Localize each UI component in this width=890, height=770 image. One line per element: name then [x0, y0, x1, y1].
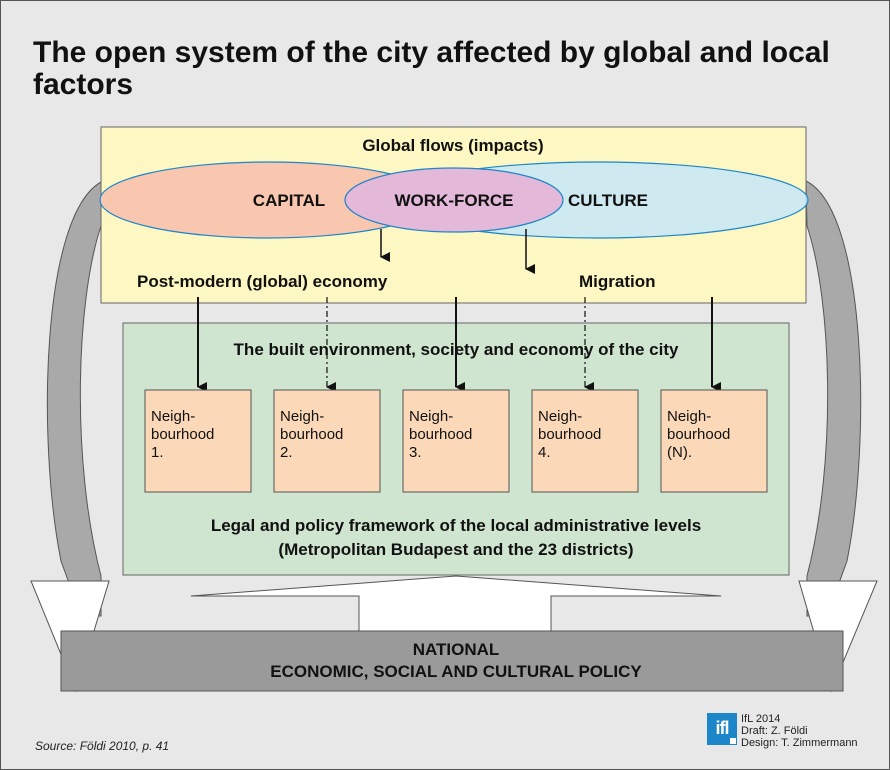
left-feedback-arrow [46, 180, 104, 617]
economy-label: Post-modern (global) economy [137, 272, 388, 291]
framework-line-2: (Metropolitan Budapest and the 23 distri… [278, 540, 633, 559]
neighbourhood-label: Neigh- [667, 408, 711, 425]
credits: IfL 2014 Draft: Z. Földi Design: T. Zimm… [741, 713, 858, 749]
neighbourhood-label: Neigh- [409, 408, 453, 425]
diagram-title: The open system of the city affected by … [33, 36, 830, 101]
neighbourhood-label: 1. [151, 444, 164, 461]
national-policy-bar-body [60, 630, 844, 692]
neighbourhood-box: Neigh- bourhood 3. [402, 389, 510, 493]
neighbourhood-label: Neigh- [538, 408, 582, 425]
neighbourhood-label: bourhood [280, 426, 343, 443]
framework-line-1: Legal and policy framework of the local … [211, 516, 701, 535]
neighbourhood-label: Neigh- [151, 408, 195, 425]
credits-design: Design: T. Zimmermann [741, 737, 858, 749]
neighbourhood-box: Neigh- bourhood 4. [531, 389, 639, 493]
migration-label: Migration [579, 272, 656, 291]
neighbourhood-label: 2. [280, 444, 293, 461]
culture-label: CULTURE [568, 191, 648, 210]
source-citation: Source: Földi 2010, p. 41 [35, 739, 170, 753]
neighbourhood-label: bourhood [151, 426, 214, 443]
neighbourhood-label: (N). [667, 444, 692, 461]
global-flows-heading: Global flows (impacts) [362, 136, 543, 155]
neighbourhood-box: Neigh- bourhood 1. [144, 389, 252, 493]
policy-up-arrow [190, 575, 722, 634]
right-feedback-arrow [805, 180, 862, 617]
ifl-logo-text: ifl [715, 718, 730, 738]
neighbourhood-label: 3. [409, 444, 422, 461]
neighbourhood-label: bourhood [538, 426, 601, 443]
credits-draft: Draft: Z. Földi [741, 725, 808, 737]
credits-year: IfL 2014 [741, 713, 781, 725]
capital-label: CAPITAL [253, 191, 325, 210]
neighbourhood-label: bourhood [667, 426, 730, 443]
work-force-ellipse [344, 167, 564, 233]
neighbourhood-label: Neigh- [280, 408, 324, 425]
logo-dot [730, 738, 736, 744]
ifl-logo: ifl [707, 713, 737, 745]
neighbourhood-box: Neigh- bourhood (N). [660, 389, 768, 493]
national-line-1: NATIONAL [413, 640, 500, 659]
work-force-label: WORK-FORCE [395, 191, 514, 210]
neighbourhood-label: 4. [538, 444, 551, 461]
neighbourhood-label: bourhood [409, 426, 472, 443]
neighbourhood-box: Neigh- bourhood 2. [273, 389, 381, 493]
national-line-2: ECONOMIC, SOCIAL AND CULTURAL POLICY [270, 662, 642, 681]
